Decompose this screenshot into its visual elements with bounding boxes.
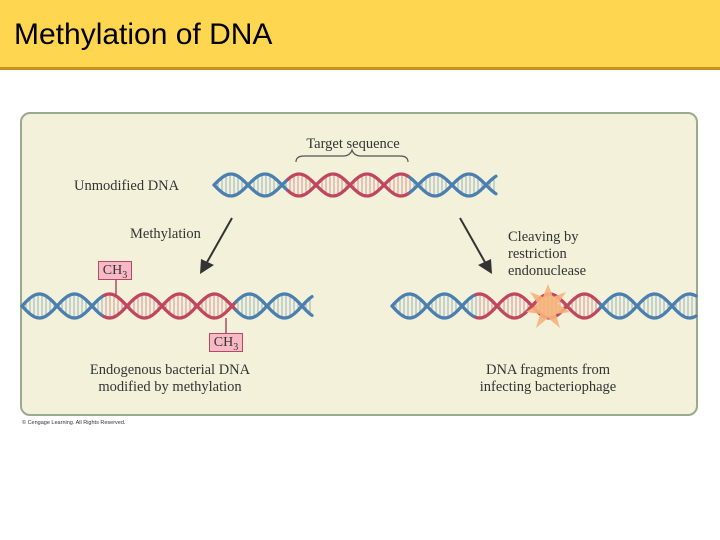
endogenous-label-line2: modified by methylation: [98, 379, 242, 395]
ch3-methyl-tag-bottom: CH3: [209, 333, 243, 353]
fragments-label-line1: DNA fragments from: [485, 362, 611, 378]
target-sequence-label: Target sequence: [306, 136, 400, 152]
title-bar: Methylation of DNA: [0, 0, 720, 70]
slide-title: Methylation of DNA: [14, 18, 273, 51]
copyright-notice: © Cengage Learning. All Rights Reserved.: [22, 420, 126, 426]
unmodified-dna-label: Unmodified DNA: [74, 178, 180, 194]
cleaving-label-line3: endonuclease: [508, 263, 587, 279]
endogenous-label-line1: Endogenous bacterial DNA: [89, 362, 251, 378]
fragments-label-line2: infecting bacteriophage: [479, 379, 617, 395]
cleaving-label-line2: restriction: [508, 246, 567, 262]
diagram-panel: [20, 112, 698, 416]
ch3-methyl-tag-top: CH3: [98, 261, 132, 281]
cleaving-label-line1: Cleaving by: [508, 229, 579, 245]
methylation-label: Methylation: [130, 226, 201, 242]
